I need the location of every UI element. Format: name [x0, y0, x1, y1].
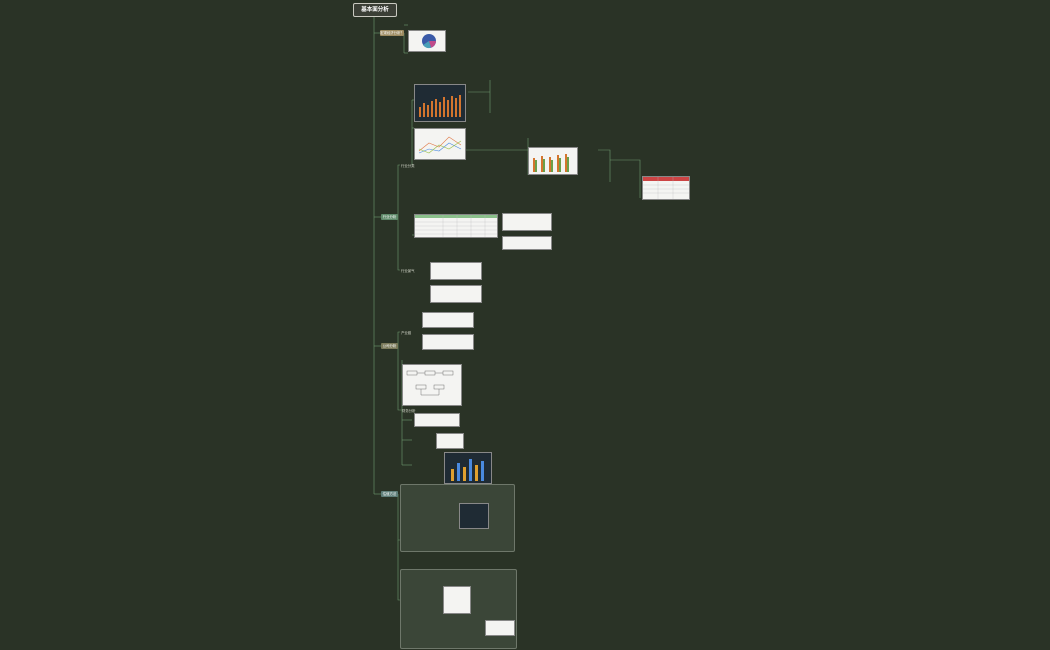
- category-industry[interactable]: 行业分析: [381, 214, 398, 220]
- flow-diagram-thumbnail: [402, 364, 462, 406]
- bar-chart-thumbnail-orange: [414, 84, 466, 122]
- spreadsheet-thumbnail-green: [414, 214, 498, 238]
- valuation-panel: [400, 569, 517, 649]
- sub-industry-cycle[interactable]: 行业景气: [401, 269, 415, 273]
- macro-pie-chart-thumbnail: [408, 30, 446, 52]
- cycle-table-thumbnail-2: [430, 285, 482, 303]
- financial-table-thumbnail: [414, 413, 460, 427]
- financial-table-thumbnail-2: [436, 433, 464, 449]
- valuation-sheet-thumbnail: [443, 586, 471, 614]
- small-table-thumbnail-2: [502, 236, 552, 250]
- small-table-thumbnail: [502, 213, 552, 231]
- line-chart-thumbnail: [414, 128, 466, 160]
- dark-bar-chart-thumbnail: [444, 452, 492, 484]
- chain-table-thumbnail: [422, 312, 474, 328]
- sub-chain[interactable]: 产业链: [401, 331, 412, 335]
- sub-industry-class[interactable]: 行业分类: [401, 164, 415, 168]
- forecast-panel: [400, 484, 515, 552]
- root-node-title[interactable]: 基本面分析: [353, 3, 397, 17]
- category-company[interactable]: 公司分析: [381, 343, 398, 349]
- forecast-chart-thumbnail: [459, 503, 489, 529]
- category-valuation[interactable]: 估值方法: [381, 491, 398, 497]
- category-macro[interactable]: 宏观经济分析？: [380, 30, 404, 36]
- grouped-bar-chart-thumbnail: [528, 147, 578, 175]
- sub-financial[interactable]: 财务分析: [402, 409, 416, 413]
- cycle-table-thumbnail: [430, 262, 482, 280]
- valuation-curve-thumbnail: [485, 620, 515, 636]
- chain-table-thumbnail-2: [422, 334, 474, 350]
- table-thumbnail-red-header: [642, 176, 690, 200]
